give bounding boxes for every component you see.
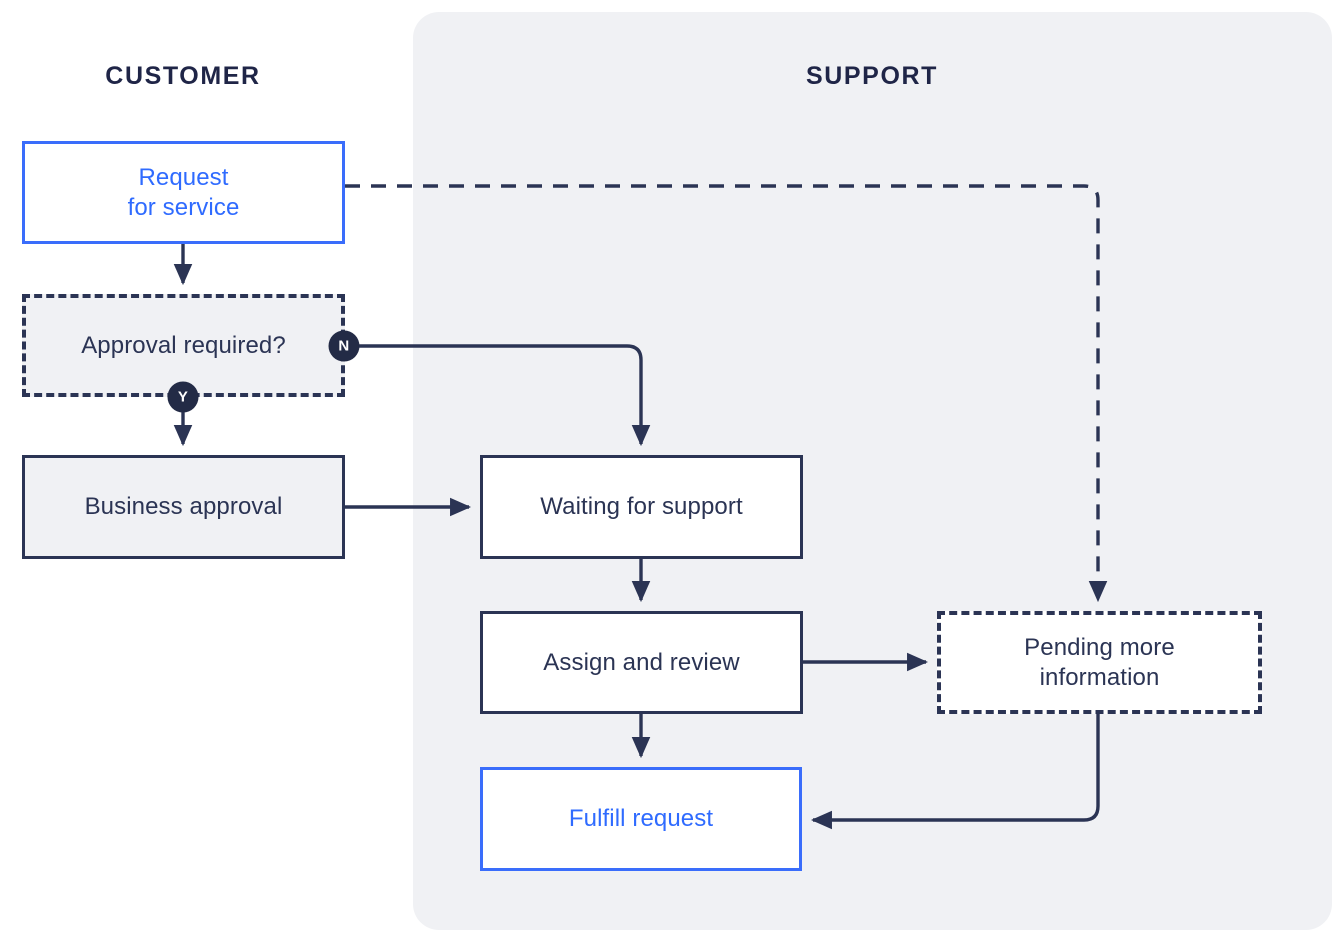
edge-request-to-pending xyxy=(345,184,1108,603)
lane-title-customer: CUSTOMER xyxy=(105,62,261,90)
node-business-approval[interactable]: Business approval xyxy=(22,455,345,559)
node-label: Fulfill request xyxy=(568,805,714,832)
lane-title-support: SUPPORT xyxy=(805,62,939,90)
node-label: Pending more information xyxy=(1024,633,1175,693)
edge-no-to-waiting xyxy=(344,344,651,447)
node-label-line1: Request xyxy=(138,163,229,191)
node-label: Business approval xyxy=(84,493,283,520)
node-waiting-for-support[interactable]: Waiting for support xyxy=(480,455,803,559)
node-label: Assign and review xyxy=(543,648,740,676)
node-label: Request for service xyxy=(128,163,240,223)
node-label: Approval required? xyxy=(81,331,286,359)
node-label: Waiting for support xyxy=(540,493,743,520)
node-pending-more-information[interactable]: Pending more information xyxy=(937,611,1262,714)
node-label-line2: information xyxy=(1039,663,1160,691)
branch-badge-no[interactable]: N xyxy=(328,330,360,362)
branch-badge-yes[interactable]: Y xyxy=(167,381,199,413)
node-label-line2: for service xyxy=(127,193,240,221)
node-label-line1: Pending more xyxy=(1024,633,1175,661)
node-fulfill-request[interactable]: Fulfill request xyxy=(480,767,802,871)
node-request-for-service[interactable]: Request for service xyxy=(22,141,345,244)
node-assign-and-review[interactable]: Assign and review xyxy=(480,611,803,714)
edge-pending-to-fulfill xyxy=(810,714,1100,830)
